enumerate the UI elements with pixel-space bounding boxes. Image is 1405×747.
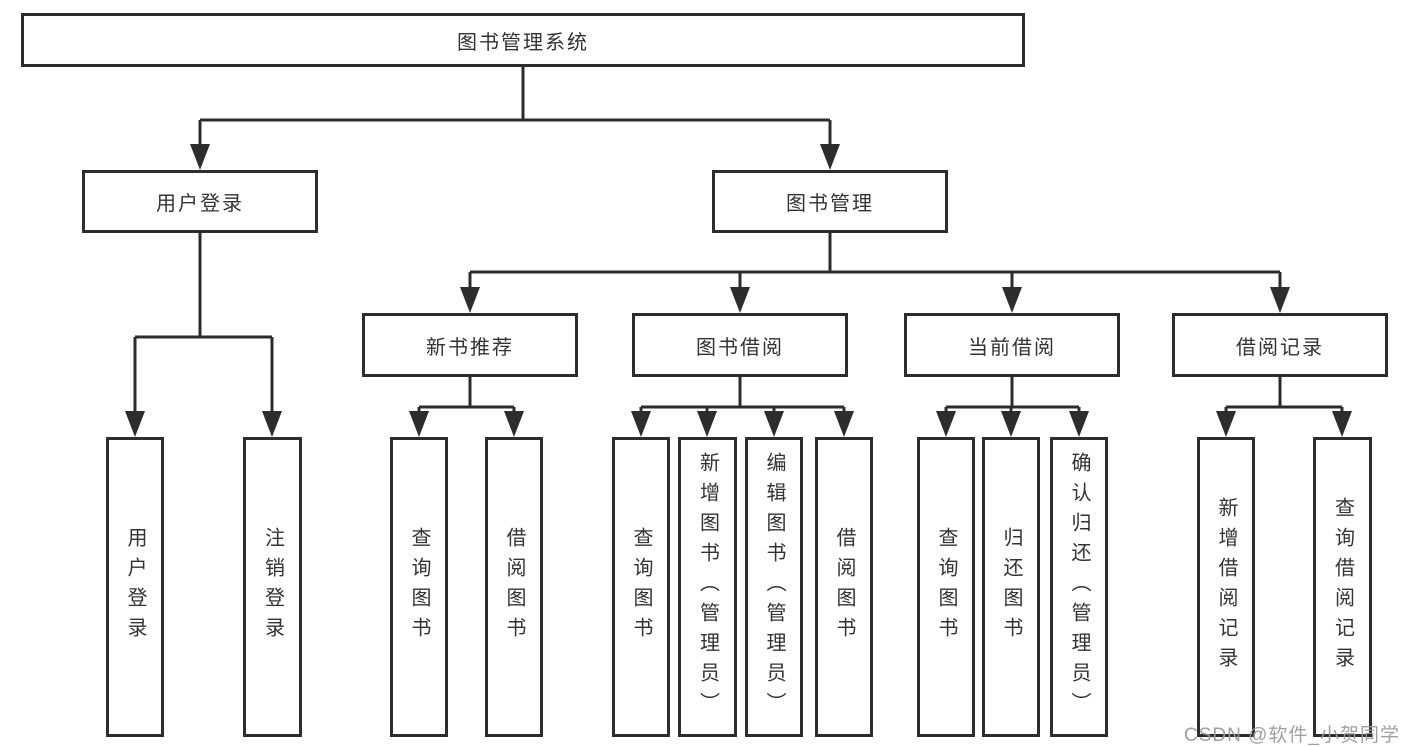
- node-book-borrow: 图书借阅: [632, 313, 848, 377]
- leaf-add-books-admin: 新增图书（管理员）: [678, 437, 737, 737]
- leaf-return-books: 归还图书: [982, 437, 1040, 737]
- leaf-logout: 注销登录: [243, 437, 302, 737]
- node-borrow-records: 借阅记录: [1172, 313, 1388, 377]
- node-new-book-recommend-label: 新书推荐: [426, 336, 514, 359]
- node-new-book-recommend: 新书推荐: [362, 313, 578, 377]
- node-book-management: 图书管理: [712, 170, 948, 233]
- node-user-login: 用户登录: [82, 170, 318, 233]
- leaf-query-borrow-record: 查询借阅记录: [1313, 437, 1372, 737]
- node-book-borrow-label: 图书借阅: [696, 336, 784, 359]
- leaf-query-books-borrow: 查询图书: [612, 437, 670, 737]
- node-book-management-label: 图书管理: [786, 193, 874, 215]
- leaf-add-borrow-record: 新增借阅记录: [1197, 437, 1255, 737]
- leaf-query-books-recommend: 查询图书: [390, 437, 448, 737]
- node-user-login-label: 用户登录: [156, 193, 244, 215]
- node-root-label: 图书管理系统: [457, 31, 589, 54]
- node-current-borrow-label: 当前借阅: [968, 336, 1056, 359]
- csdn-watermark: CSDN @软件_小贺同学: [1184, 725, 1400, 746]
- leaf-borrow-books: 借阅图书: [815, 437, 873, 737]
- leaf-confirm-return-admin: 确认归还（管理员）: [1050, 437, 1108, 737]
- leaf-borrow-books-recommend: 借阅图书: [485, 437, 543, 737]
- node-root: 图书管理系统: [21, 13, 1025, 67]
- leaf-user-login: 用户登录: [106, 437, 164, 737]
- node-borrow-records-label: 借阅记录: [1236, 336, 1324, 359]
- node-current-borrow: 当前借阅: [904, 313, 1120, 377]
- leaf-query-books-current: 查询图书: [917, 437, 975, 737]
- leaf-edit-books-admin: 编辑图书（管理员）: [745, 437, 803, 737]
